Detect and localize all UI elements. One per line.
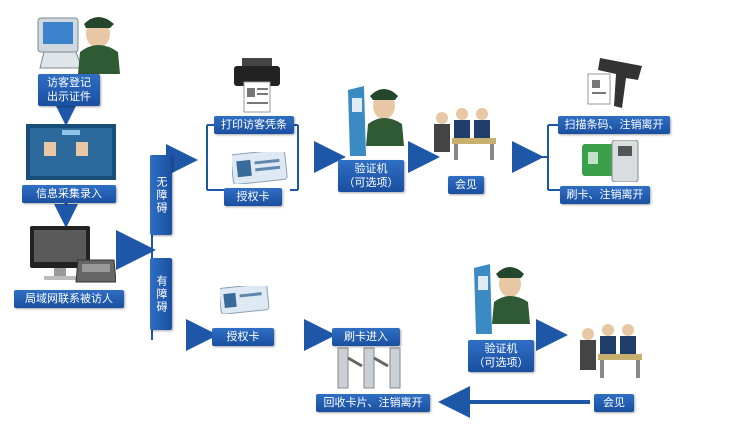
meeting-people-icon	[434, 108, 496, 160]
no-barrier-label: 无障碍	[150, 155, 172, 235]
turnstile-icon	[337, 347, 401, 389]
card-reader-icon	[582, 140, 639, 182]
swipe-leave-label: 刷卡、注销离开	[560, 186, 650, 204]
swipe-enter-label: 刷卡进入	[332, 328, 400, 346]
barcode-scanner-icon	[587, 58, 642, 108]
id-card-icon	[220, 286, 270, 314]
meeting-people-icon	[580, 324, 642, 378]
id-card-icon	[232, 152, 288, 184]
verifier-guard-icon	[348, 86, 404, 156]
meeting-bottom-label: 会见	[594, 394, 634, 412]
verifier-bottom-label: 验证机 （可选项）	[468, 340, 534, 372]
return-card-label: 回收卡片、注销离开	[316, 394, 430, 412]
lan-contact-label: 局域网联系被访人	[14, 290, 124, 308]
verifier-guard-icon	[474, 264, 530, 334]
printer-icon	[234, 58, 280, 113]
monitor-icon	[26, 124, 116, 180]
visitor-register-label: 访客登记 出示证件	[38, 74, 100, 106]
info-collect-label: 信息采集录入	[22, 185, 116, 203]
scan-leave-label: 扫描条码、注销离开	[558, 116, 670, 134]
guard-kiosk-icon	[37, 17, 120, 74]
auth-card-top-label: 授权卡	[224, 188, 282, 206]
verifier-top-label: 验证机 （可选项）	[338, 160, 404, 192]
computer-phone-icon	[30, 226, 116, 283]
auth-card-bottom-label: 授权卡	[212, 328, 274, 346]
meeting-top-label: 会见	[448, 176, 484, 194]
with-barrier-label: 有障碍	[150, 258, 172, 330]
print-pass-label: 打印访客凭条	[214, 116, 294, 134]
